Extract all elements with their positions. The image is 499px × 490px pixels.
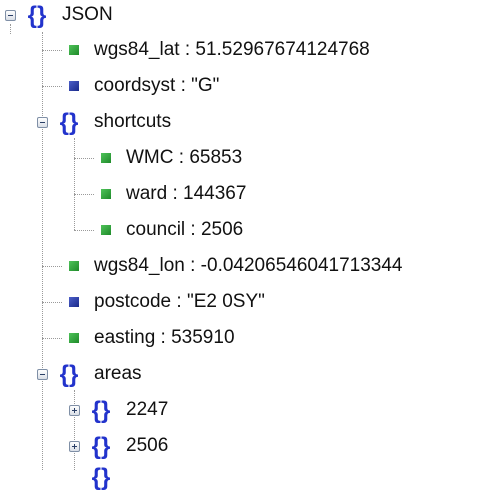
tree-branch [74, 230, 94, 231]
svg-text:{}: {} [60, 361, 79, 387]
svg-text:{}: {} [92, 397, 111, 423]
green-square-icon [69, 261, 79, 271]
tree-item-council[interactable]: council : 2506 [126, 219, 244, 240]
json-tree-view: {} JSON wgs84_lat : 51.52967674124768 co… [5, 2, 403, 490]
tree-branch [74, 158, 94, 159]
tree-item-wmc[interactable]: WMC : 65853 [126, 147, 243, 168]
root-label[interactable]: JSON [62, 4, 113, 25]
tree-item-area-2247[interactable]: 2247 [126, 399, 169, 420]
tree-branch [74, 194, 94, 195]
svg-text:{}: {} [92, 464, 111, 490]
svg-text:{}: {} [28, 2, 47, 28]
tree-item-coordsyst[interactable]: coordsyst : "G" [94, 75, 220, 96]
curly-brace-icon: {} [92, 433, 111, 459]
tree-item-shortcuts[interactable]: shortcuts [94, 111, 172, 132]
tree-branch [42, 50, 62, 51]
tree-line-root [42, 32, 43, 470]
curly-brace-icon: {} [28, 2, 47, 28]
curly-brace-icon: {} [92, 464, 111, 490]
collapse-toggle-areas[interactable] [37, 369, 48, 380]
tree-item-easting[interactable]: easting : 535910 [94, 327, 235, 348]
expand-toggle-2247[interactable] [69, 405, 80, 416]
expand-toggle-2506[interactable] [69, 441, 80, 452]
collapse-toggle-root[interactable] [5, 10, 16, 21]
tree-item-postcode[interactable]: postcode : "E2 0SY" [94, 291, 265, 312]
green-square-icon [69, 333, 79, 343]
blue-square-icon [69, 81, 79, 91]
blue-square-icon [69, 297, 79, 307]
tree-item-area-2506[interactable]: 2506 [126, 435, 169, 456]
collapse-toggle-shortcuts[interactable] [37, 117, 48, 128]
tree-line-areas [74, 390, 75, 470]
tree-item-wgs84-lat[interactable]: wgs84_lat : 51.52967674124768 [94, 39, 370, 60]
tree-item-ward[interactable]: ward : 144367 [126, 183, 247, 204]
tree-line-root-stub [10, 24, 11, 34]
tree-branch [42, 86, 62, 87]
curly-brace-icon: {} [60, 109, 79, 135]
green-square-icon [101, 225, 111, 235]
tree-item-areas[interactable]: areas [94, 363, 142, 384]
curly-brace-icon: {} [92, 397, 111, 423]
tree-branch [42, 302, 62, 303]
green-square-icon [69, 45, 79, 55]
tree-item-wgs84-lon[interactable]: wgs84_lon : -0.04206546041713344 [94, 255, 403, 276]
svg-text:{}: {} [92, 433, 111, 459]
curly-brace-icon: {} [60, 361, 79, 387]
tree-line-shortcuts [74, 138, 75, 230]
svg-text:{}: {} [60, 109, 79, 135]
green-square-icon [101, 153, 111, 163]
tree-branch [42, 338, 62, 339]
green-square-icon [101, 189, 111, 199]
tree-branch [42, 266, 62, 267]
